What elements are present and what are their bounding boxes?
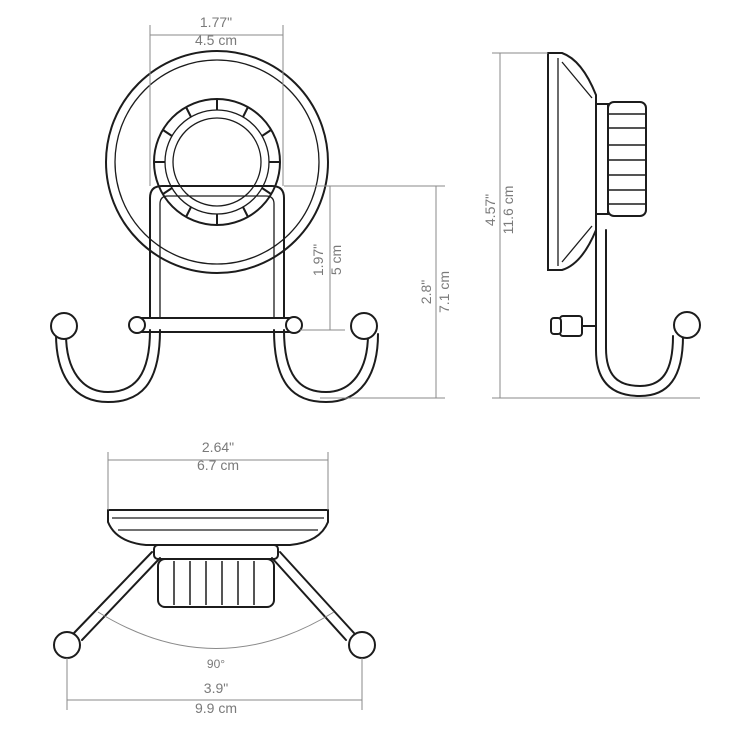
crossbar xyxy=(137,317,297,333)
right-arm-bottom-a xyxy=(279,551,355,634)
hook-frame-inner xyxy=(159,195,275,325)
crossbar-left-end xyxy=(128,316,146,334)
side-view xyxy=(547,52,701,397)
front-overall-height-dimension: 2.8" 7.1 cm xyxy=(320,185,452,399)
crossbar-right-end xyxy=(285,316,303,334)
side-height-dimension: 4.57" 11.6 cm xyxy=(482,52,700,399)
left-arm-bottom-a xyxy=(73,551,153,634)
knob-bottom-grooves xyxy=(173,561,255,605)
right-hook-ball xyxy=(350,312,378,340)
collar-bottom xyxy=(153,544,279,560)
front-width-in-label: 1.77" xyxy=(200,14,232,30)
suction-base-side xyxy=(547,52,597,271)
suction-base-bottom xyxy=(107,509,329,546)
front-width-cm-label: 4.5 cm xyxy=(195,32,237,48)
bottom-width-cm-label: 6.7 cm xyxy=(197,457,239,473)
right-ball-bottom xyxy=(348,631,376,659)
front-view xyxy=(50,50,379,403)
crossbar-cap-side xyxy=(550,317,562,335)
bottom-span-dimension: 3.9" 9.9 cm xyxy=(66,658,363,716)
angle-label: 90° xyxy=(207,657,225,671)
knob-side-grooves xyxy=(608,113,646,205)
left-hook-ball xyxy=(50,312,78,340)
side-height-in-label: 4.57" xyxy=(482,194,498,226)
hook-height-in-label: 1.97" xyxy=(310,244,326,276)
crossbar-end-side xyxy=(559,315,583,337)
hook-side-outer xyxy=(595,229,684,397)
suction-cup-outer-ring xyxy=(105,50,329,274)
front-width-dimension: 1.77" 4.5 cm xyxy=(149,14,284,186)
span-in-label: 3.9" xyxy=(204,680,228,696)
hook-frame xyxy=(149,185,285,331)
front-hook-height-dimension: 1.97" 5 cm xyxy=(284,185,345,331)
overall-height-cm-label: 7.1 cm xyxy=(436,271,452,313)
left-hook-inner xyxy=(55,329,161,403)
overall-height-in-label: 2.8" xyxy=(418,280,434,304)
side-height-cm-label: 11.6 cm xyxy=(500,186,516,235)
suction-cup-inner-ring xyxy=(114,59,320,265)
hook-side-inner xyxy=(605,229,674,387)
left-ball-bottom xyxy=(53,631,81,659)
right-hook-outer xyxy=(283,329,369,393)
right-arm-bottom-b xyxy=(271,557,347,641)
lock-knob-center xyxy=(172,117,262,207)
hook-height-cm-label: 5 cm xyxy=(328,245,344,275)
span-cm-label: 9.9 cm xyxy=(195,700,237,716)
knob-teeth xyxy=(154,99,280,225)
hook-side-ball xyxy=(673,311,701,339)
angle-arc xyxy=(97,611,335,649)
knob-side xyxy=(607,101,647,217)
left-arm-bottom-b xyxy=(81,557,161,641)
knob-collar-side xyxy=(595,103,609,215)
knob-bottom xyxy=(157,558,275,608)
right-hook-inner xyxy=(273,329,379,403)
left-hook-outer xyxy=(65,329,151,393)
bottom-view: 90° xyxy=(53,509,376,671)
bottom-width-in-label: 2.64" xyxy=(202,439,234,455)
bottom-width-dimension: 2.64" 6.7 cm xyxy=(107,439,329,510)
